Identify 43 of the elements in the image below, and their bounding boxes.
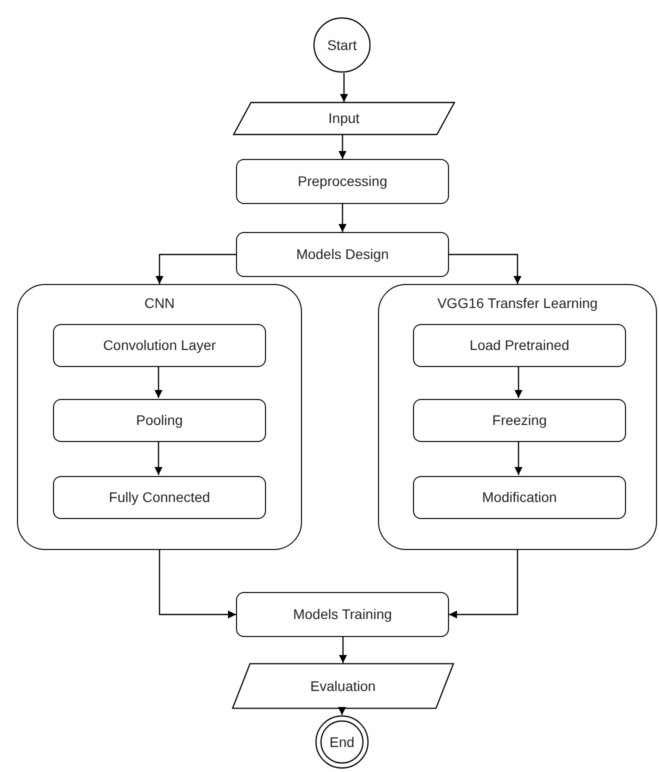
arrow <box>514 366 522 398</box>
process-box <box>53 399 266 442</box>
arrow <box>514 441 522 475</box>
arrow <box>156 254 236 284</box>
node-label: Freezing <box>492 411 547 430</box>
end-double-circle <box>315 715 369 769</box>
group-container <box>17 284 302 550</box>
process-box <box>236 592 449 637</box>
node-label: Preprocessing <box>298 172 388 191</box>
arrow <box>449 550 518 618</box>
node-label: Models Design <box>296 245 389 264</box>
start-circle <box>313 17 371 73</box>
node-label: Start <box>327 36 357 54</box>
node-label: Evaluation <box>310 676 376 696</box>
arrow <box>154 441 162 475</box>
node-label: VGG16 Transfer Learning <box>437 294 598 313</box>
process-box <box>413 324 626 367</box>
arrow <box>449 254 522 284</box>
arrow <box>340 73 348 102</box>
node-label: Modification <box>482 488 557 507</box>
arrow <box>338 204 346 232</box>
node-label: Convolution Layer <box>103 336 216 355</box>
io-parallelogram <box>233 102 455 135</box>
node-label: CNN <box>144 294 175 313</box>
arrow <box>338 707 346 715</box>
arrow <box>154 366 162 398</box>
group-container <box>378 284 657 550</box>
process-box <box>236 159 449 204</box>
node-label: Pooling <box>136 411 183 430</box>
node-label: Input <box>328 109 360 128</box>
process-box <box>236 232 449 277</box>
process-box <box>413 476 626 519</box>
arrow <box>158 550 236 618</box>
arrow <box>338 135 346 159</box>
process-box <box>53 476 266 519</box>
process-box <box>53 324 266 367</box>
node-label: Fully Connected <box>108 488 210 507</box>
node-label: End <box>330 732 354 752</box>
node-label: Models Training <box>293 605 392 624</box>
arrow <box>339 637 347 663</box>
io-parallelogram <box>232 663 454 709</box>
node-label: Load Pretrained <box>470 336 570 355</box>
process-box <box>413 399 626 442</box>
